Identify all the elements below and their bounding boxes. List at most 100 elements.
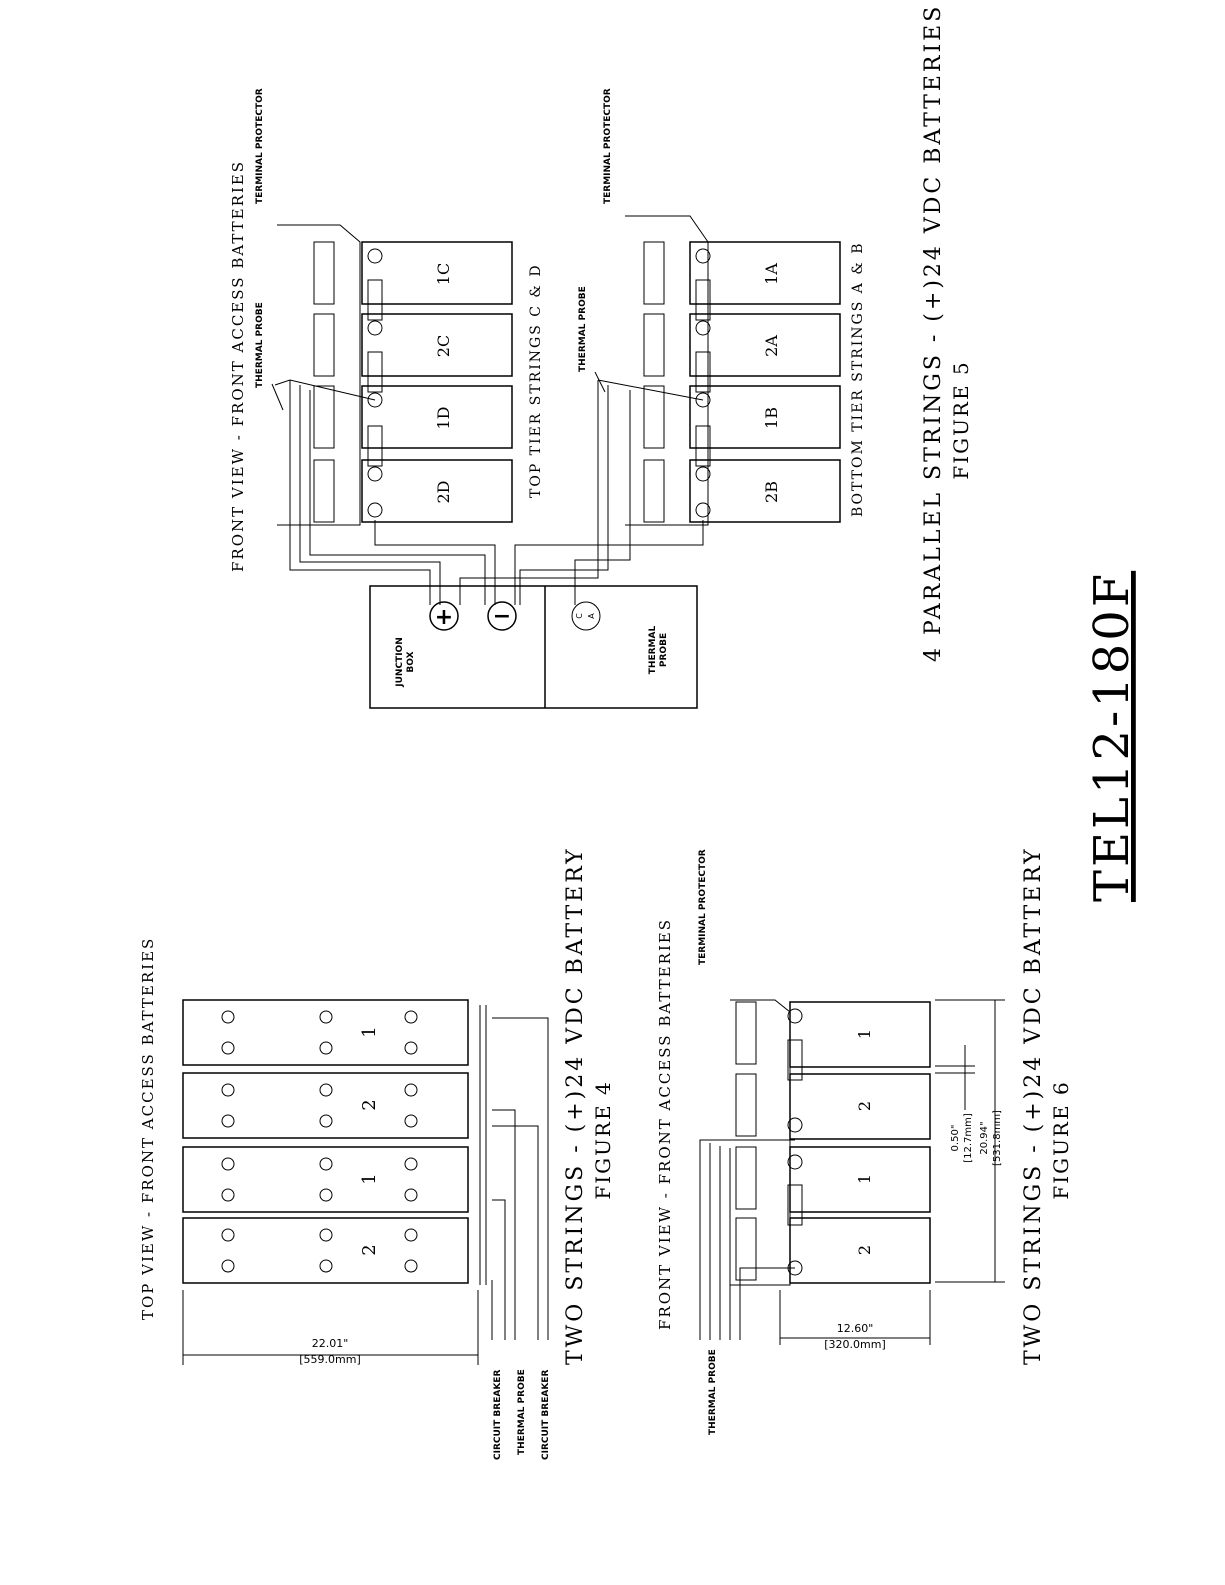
positive-terminal-symbol: + — [435, 605, 453, 630]
fig4-wiring — [479, 1005, 549, 1340]
terminal-icon — [695, 392, 711, 408]
fig5-terminal-protector-label-2: TERMINAL PROTECTOR — [603, 88, 613, 204]
fig4-battery — [182, 1146, 469, 1213]
figure-6: FRONT VIEW - FRONT ACCESS BATTERIES TERM… — [656, 846, 1073, 1435]
fig5-battery — [361, 313, 513, 377]
fig6-battery — [789, 1001, 931, 1068]
fig4-battery-label: 1 — [359, 1173, 380, 1184]
negative-terminal-symbol: − — [493, 604, 511, 629]
terminal-icon — [367, 502, 383, 518]
fig5-battery-label: 1B — [762, 407, 781, 429]
fig5-protector-cap — [313, 385, 335, 449]
fig6-battery-label: 1 — [855, 1174, 874, 1184]
fig5-battery — [689, 385, 841, 449]
terminal-icon — [695, 466, 711, 482]
fig5-battery-label: 1A — [762, 263, 781, 285]
fig4-battery — [182, 1217, 469, 1284]
fig6-wiring — [699, 1139, 795, 1340]
fig5-battery-label: 2A — [762, 335, 781, 357]
fig5-strap — [367, 425, 383, 467]
fig6-gap-in: 0.50" — [950, 1125, 961, 1152]
figure-4: TOP VIEW - FRONT ACCESS BATTERIES 1 2 1 … — [139, 846, 615, 1460]
junction-box-label-line1: JUNCTION — [395, 637, 405, 687]
fig5-top-tier-batteries: 1C 2C 1D 2D — [313, 241, 513, 523]
fig6-battery — [789, 1217, 931, 1284]
fig5-protector-cap — [643, 385, 665, 449]
fig6-strap — [787, 1184, 803, 1226]
fig4-title: TOP VIEW - FRONT ACCESS BATTERIES — [139, 937, 157, 1320]
fig5-protector-cap — [313, 241, 335, 305]
fig6-protector-cap — [735, 1001, 757, 1065]
fig5-battery — [689, 459, 841, 523]
fig4-caption: TWO STRINGS - (+)24 VDC BATTERY — [563, 846, 588, 1365]
fig5-strap — [695, 351, 711, 393]
junction-box-label-line2: BOX — [406, 651, 416, 672]
fig5-protector-cap — [643, 313, 665, 377]
fig6-caption: TWO STRINGS - (+)24 VDC BATTERY — [1021, 846, 1046, 1365]
fig5-protector-cap — [313, 459, 335, 523]
figure-5: FRONT VIEW - FRONT ACCESS BATTERIES TERM… — [229, 4, 973, 709]
fig5-battery — [689, 313, 841, 377]
fig5-terminal-protector-label-1: TERMINAL PROTECTOR — [255, 88, 265, 204]
fig4-lead-label: THERMAL PROBE — [517, 1369, 527, 1455]
fig4-battery-label: 2 — [359, 1244, 380, 1255]
positive-terminal-icon — [429, 601, 459, 631]
fig6-battery-label: 2 — [855, 1245, 874, 1255]
fig5-battery — [689, 241, 841, 305]
fig5-battery — [361, 241, 513, 305]
terminal-icon — [367, 392, 383, 408]
fig5-battery-label: 2C — [434, 335, 453, 357]
fig5-battery-label: 1C — [434, 263, 453, 285]
fig6-terminal-protector-label: TERMINAL PROTECTOR — [698, 849, 708, 965]
fig5-wiring — [271, 371, 704, 605]
terminal-icon — [695, 502, 711, 518]
fig6-len-mm: [531.8mm] — [992, 1110, 1003, 1166]
fig5-caption: 4 PARALLEL STRINGS - (+)24 VDC BATTERIES — [921, 4, 946, 662]
fig6-protector-cap — [735, 1146, 757, 1210]
probe-connector-icon — [571, 601, 601, 631]
fig5-battery-label: 2B — [762, 481, 781, 503]
probe-connector-a: A — [587, 613, 596, 619]
fig4-width-mm: [559.0mm] — [299, 1353, 361, 1366]
fig6-lead-label: THERMAL PROBE — [708, 1349, 718, 1435]
terminal-icon — [787, 1154, 803, 1170]
terminal-icon — [787, 1008, 803, 1024]
fig5-battery-label: 2D — [434, 480, 453, 503]
fig5-thermal-probe-label-2: THERMAL PROBE — [578, 286, 588, 372]
fig6-protector-cap — [735, 1217, 757, 1281]
fig6-battery — [789, 1073, 931, 1140]
fig5-figure-number: FIGURE 5 — [949, 360, 973, 479]
fig5-strap — [695, 279, 711, 321]
fig5-top-tier-label: TOP TIER STRINGS C & D — [528, 263, 544, 498]
fig5-battery — [361, 385, 513, 449]
fig6-protector-outline — [730, 999, 791, 1286]
negative-terminal-icon — [487, 601, 517, 631]
fig5-protector-cap — [643, 459, 665, 523]
fig6-strap — [787, 1039, 803, 1081]
terminal-icon — [367, 466, 383, 482]
fig5-battery — [361, 459, 513, 523]
probe-connector-c: C — [575, 613, 584, 619]
fig4-battery — [182, 999, 469, 1066]
fig4-figure-number: FIGURE 4 — [591, 1080, 615, 1199]
thermal-probe-box-label-line1: THERMAL — [648, 626, 658, 675]
fig6-depth-mm: [320.0mm] — [824, 1338, 886, 1351]
fig5-strap — [367, 279, 383, 321]
fig4-width-in: 22.01" — [312, 1337, 349, 1350]
thermal-probe-box-label-line2: PROBE — [659, 633, 669, 667]
fig6-figure-number: FIGURE 6 — [1049, 1080, 1073, 1199]
fig5-strap — [367, 351, 383, 393]
part-number-title: TEL12-180F — [1084, 571, 1140, 902]
fig5-bottom-tier-batteries: 1A 2A 1B 2B — [643, 241, 841, 523]
fig5-bottom-tier-label: BOTTOM TIER STRINGS A & B — [850, 241, 866, 517]
terminal-icon — [367, 320, 383, 336]
fig5-protector-cap — [643, 241, 665, 305]
fig6-battery-label: 1 — [855, 1029, 874, 1039]
terminal-icon — [367, 248, 383, 264]
fig5-protector-cap — [313, 313, 335, 377]
fig6-protector-cap — [735, 1073, 757, 1137]
fig6-battery-label: 2 — [855, 1101, 874, 1111]
fig6-len-in: 20.94" — [979, 1121, 990, 1154]
terminal-icon — [695, 320, 711, 336]
